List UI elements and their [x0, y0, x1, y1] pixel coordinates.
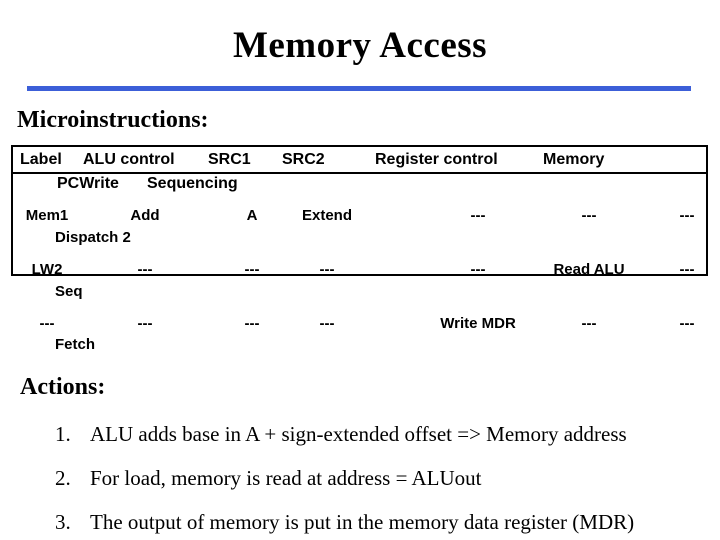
table-cell: --- — [470, 207, 486, 224]
column-header-src1: SRC1 — [208, 151, 251, 168]
table-cell: Mem1 — [25, 207, 69, 224]
list-item-text: ALU adds base in A + sign-extended offse… — [90, 422, 627, 446]
table-row: Mem1 Add A Extend --- --- --- — [0, 207, 720, 225]
actions-heading: Actions: — [20, 374, 106, 400]
table-cell: --- — [244, 315, 260, 332]
table-border-box — [11, 145, 708, 276]
column-header-register-control: Register control — [375, 151, 498, 168]
microinstructions-heading: Microinstructions: — [17, 107, 209, 133]
table-cell: Seq — [55, 283, 83, 300]
title-underline-rule — [27, 86, 691, 91]
table-cell: Add — [130, 207, 160, 224]
table-row: LW2 --- --- --- --- Read ALU --- — [0, 261, 720, 279]
column-header-alu-control: ALU control — [83, 151, 175, 168]
table-row: --- --- --- --- Write MDR --- --- — [0, 315, 720, 333]
table-header-divider — [12, 172, 707, 174]
column-header-pcwrite: PCWrite — [57, 175, 119, 192]
table-cell: --- — [470, 261, 486, 278]
table-header-row-1: Label ALU control SRC1 SRC2 Register con… — [0, 151, 720, 169]
table-cell: --- — [319, 315, 335, 332]
column-header-memory: Memory — [543, 151, 605, 168]
list-item-text: The output of memory is put in the memor… — [90, 510, 635, 534]
table-cell: --- — [244, 261, 260, 278]
list-item-text: For load, memory is read at address = AL… — [90, 466, 482, 490]
list-item-number: 1. — [55, 422, 71, 446]
table-cell: A — [246, 207, 258, 224]
table-cell: Extend — [301, 207, 352, 224]
table-cell: --- — [137, 261, 153, 278]
table-cell: Fetch — [55, 336, 96, 353]
table-header-row-2: PCWrite Sequencing — [0, 175, 720, 193]
table-row-sequencing: Seq — [0, 283, 720, 301]
column-header-label: Label — [20, 151, 62, 168]
column-header-sequencing: Sequencing — [147, 175, 238, 192]
table-row-sequencing: Dispatch 2 — [0, 229, 720, 247]
table-cell: --- — [679, 261, 695, 278]
page-title: Memory Access — [232, 25, 488, 66]
table-cell: --- — [581, 207, 597, 224]
table-cell: --- — [679, 315, 695, 332]
table-cell: Read ALU — [553, 261, 625, 278]
column-header-src2: SRC2 — [282, 151, 325, 168]
table-cell: Dispatch 2 — [55, 229, 131, 246]
table-cell: --- — [319, 261, 335, 278]
table-row-sequencing: Fetch — [0, 336, 720, 354]
list-item-number: 2. — [55, 466, 71, 490]
list-item-number: 3. — [55, 510, 71, 534]
microinstruction-table: Label ALU control SRC1 SRC2 Register con… — [0, 145, 720, 354]
table-cell: --- — [39, 315, 55, 332]
table-cell: LW2 — [31, 261, 63, 278]
table-cell: --- — [679, 207, 695, 224]
table-cell: --- — [137, 315, 153, 332]
table-cell: Write MDR — [440, 315, 516, 332]
table-cell: --- — [581, 315, 597, 332]
